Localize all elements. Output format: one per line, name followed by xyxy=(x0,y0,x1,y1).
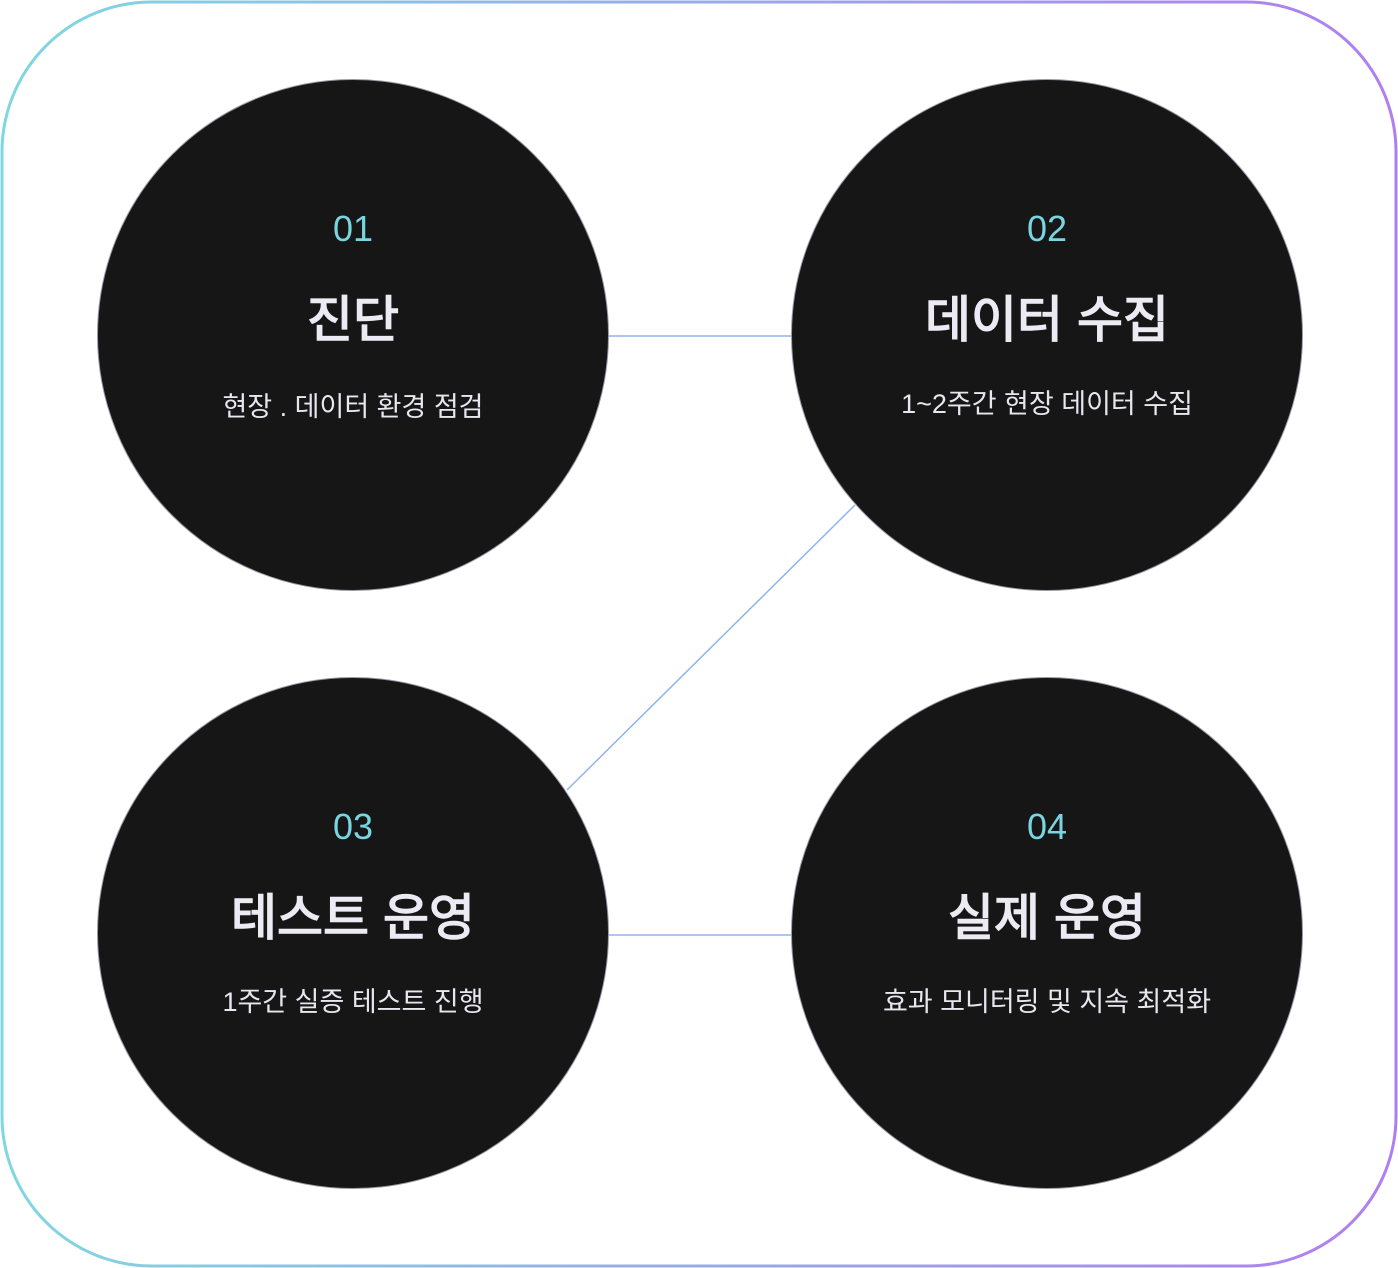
step-2: 02 데이터 수집 1~2주간 현장 데이터 수집 xyxy=(791,79,1303,591)
step-desc: 1~2주간 현장 데이터 수집 xyxy=(901,389,1193,419)
step-number: 04 xyxy=(1026,806,1068,847)
step-1: 01 진단 현장 . 데이터 환경 점검 xyxy=(97,79,609,591)
step-desc: 효과 모니터링 및 지속 최적화 xyxy=(882,987,1212,1017)
step-title: 진단 xyxy=(307,292,399,348)
step-title: 데이터 수집 xyxy=(925,292,1169,348)
step-4: 04 실제 운영 효과 모니터링 및 지속 최적화 xyxy=(791,677,1303,1189)
step-3: 03 테스트 운영 1주간 실증 테스트 진행 xyxy=(97,677,609,1189)
step-title: 실제 운영 xyxy=(948,890,1146,946)
connector-2-3 xyxy=(566,504,856,791)
step-number: 01 xyxy=(332,208,374,249)
step-desc: 현장 . 데이터 환경 점검 xyxy=(222,392,484,422)
step-number: 03 xyxy=(332,806,374,847)
step-desc: 1주간 실증 테스트 진행 xyxy=(222,987,484,1017)
step-number: 02 xyxy=(1026,208,1068,249)
step-title: 테스트 운영 xyxy=(231,890,475,946)
